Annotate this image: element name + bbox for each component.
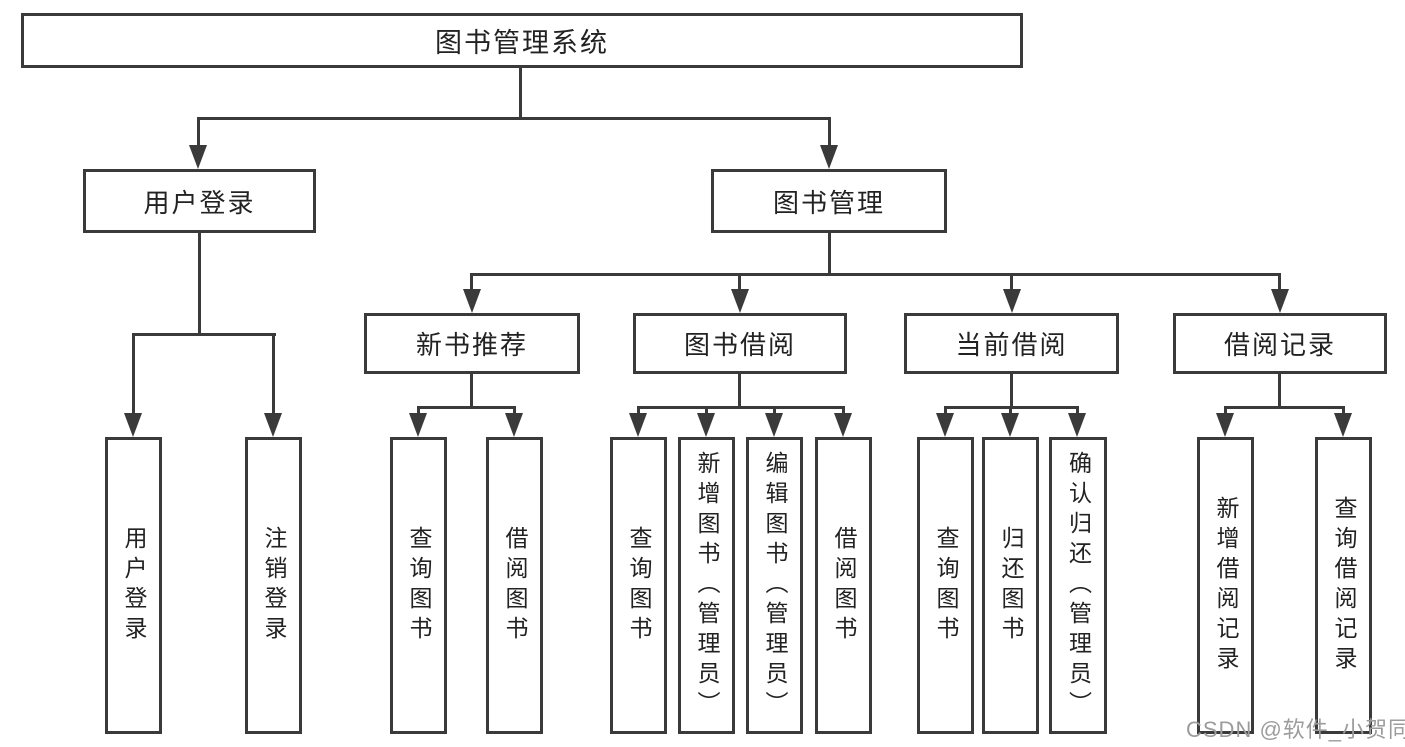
csdn-watermark: CSDN @软件_小贺同学 (1186, 717, 1405, 742)
leaf-return-books: 归还图书 (982, 437, 1039, 734)
leaf-borrow-books-recommend: 借阅图书 (486, 437, 543, 734)
connector-line (1076, 406, 1079, 418)
connector-line (1009, 406, 1012, 418)
connector-line (738, 273, 741, 293)
arrowhead (189, 145, 207, 169)
leaf-query-books-current: 查询图书 (917, 437, 974, 734)
connector-line (828, 117, 831, 149)
node-label: 图书借阅 (683, 330, 796, 360)
leaf-query-borrow-record: 查询借阅记录 (1315, 437, 1372, 734)
connector-line (197, 117, 200, 149)
connector-line (132, 333, 135, 415)
leaf-label: 归还图书 (998, 525, 1024, 646)
leaf-label: 借阅图书 (502, 525, 528, 646)
leaf-confirm-return-admin: 确认归还（管理员） (1049, 437, 1107, 734)
leaf-add-books-admin: 新增图书（管理员） (678, 437, 735, 734)
leaf-label: 注销登录 (261, 525, 287, 646)
connector-line (513, 406, 516, 418)
arrowhead (1334, 413, 1352, 437)
connector-line (1224, 406, 1345, 409)
connector-line (417, 406, 420, 418)
arrowhead (505, 413, 523, 437)
leaf-label: 查询借阅记录 (1331, 495, 1357, 676)
leaf-label: 新增借阅记录 (1213, 495, 1239, 676)
arrowhead (629, 413, 647, 437)
connector-line (1278, 374, 1281, 409)
node-label: 用户登录 (143, 187, 256, 218)
arrowhead (765, 413, 783, 437)
leaf-query-books-recommend: 查询图书 (390, 437, 447, 734)
arrowhead (820, 145, 838, 169)
node-current-borrowing: 当前借阅 (904, 313, 1119, 374)
arrowhead (124, 413, 142, 437)
connector-line (272, 333, 275, 415)
leaf-label: 借阅图书 (831, 525, 857, 646)
node-label: 图书管理系统 (435, 28, 609, 58)
connector-line (637, 406, 845, 409)
connector-line (773, 406, 776, 418)
node-book-management: 图书管理 (711, 169, 947, 233)
arrowhead (1216, 413, 1234, 437)
connector-line (470, 374, 473, 409)
leaf-label: 查询图书 (933, 525, 959, 646)
leaf-user-login: 用户登录 (105, 437, 162, 734)
connector-line (828, 233, 831, 276)
leaf-label: 查询图书 (406, 525, 432, 646)
node-user-login-branch: 用户登录 (83, 169, 316, 233)
leaf-borrow-books: 借阅图书 (815, 437, 872, 734)
arrowhead (264, 413, 282, 437)
arrowhead (409, 413, 427, 437)
arrowhead (1001, 413, 1019, 437)
connector-line (1224, 406, 1227, 418)
node-label: 借阅记录 (1223, 330, 1336, 360)
arrowhead (1068, 413, 1086, 437)
connector-line (1342, 406, 1345, 418)
leaf-logout: 注销登录 (245, 437, 302, 734)
connector-line (705, 406, 708, 418)
connector-line (470, 273, 1281, 276)
node-root-system: 图书管理系统 (21, 13, 1023, 68)
connector-line (738, 374, 741, 409)
node-label: 当前借阅 (955, 330, 1068, 360)
leaf-add-borrow-record: 新增借阅记录 (1197, 437, 1254, 734)
arrowhead (697, 413, 715, 437)
node-label: 图书管理 (772, 187, 885, 218)
connector-line (417, 406, 516, 409)
connector-line (519, 68, 522, 120)
leaf-edit-books-admin: 编辑图书（管理员） (746, 437, 803, 734)
arrowhead (834, 413, 852, 437)
arrowhead (1271, 289, 1289, 313)
leaf-label: 确认归还（管理员） (1065, 450, 1092, 721)
node-book-borrowing: 图书借阅 (633, 313, 847, 374)
arrowhead (463, 289, 481, 313)
node-new-book-recommendation: 新书推荐 (364, 313, 580, 374)
connector-line (198, 233, 201, 336)
connector-line (944, 406, 947, 418)
leaf-query-books-borrowing: 查询图书 (610, 437, 667, 734)
arrowhead (1003, 289, 1021, 313)
leaf-label: 查询图书 (626, 525, 652, 646)
node-label: 新书推荐 (415, 330, 528, 360)
connector-line (132, 333, 276, 336)
leaf-label: 用户登录 (121, 525, 147, 646)
leaf-label: 新增图书（管理员） (694, 450, 720, 721)
connector-line (1010, 273, 1013, 293)
arrowhead (731, 289, 749, 313)
connector-line (197, 117, 831, 120)
leaf-label: 编辑图书（管理员） (762, 450, 788, 721)
connector-line (1278, 273, 1281, 293)
arrowhead (936, 413, 954, 437)
connector-line (470, 273, 473, 293)
node-borrowing-records: 借阅记录 (1173, 313, 1387, 374)
connector-line (842, 406, 845, 418)
connector-line (1010, 374, 1013, 409)
connector-line (637, 406, 640, 418)
